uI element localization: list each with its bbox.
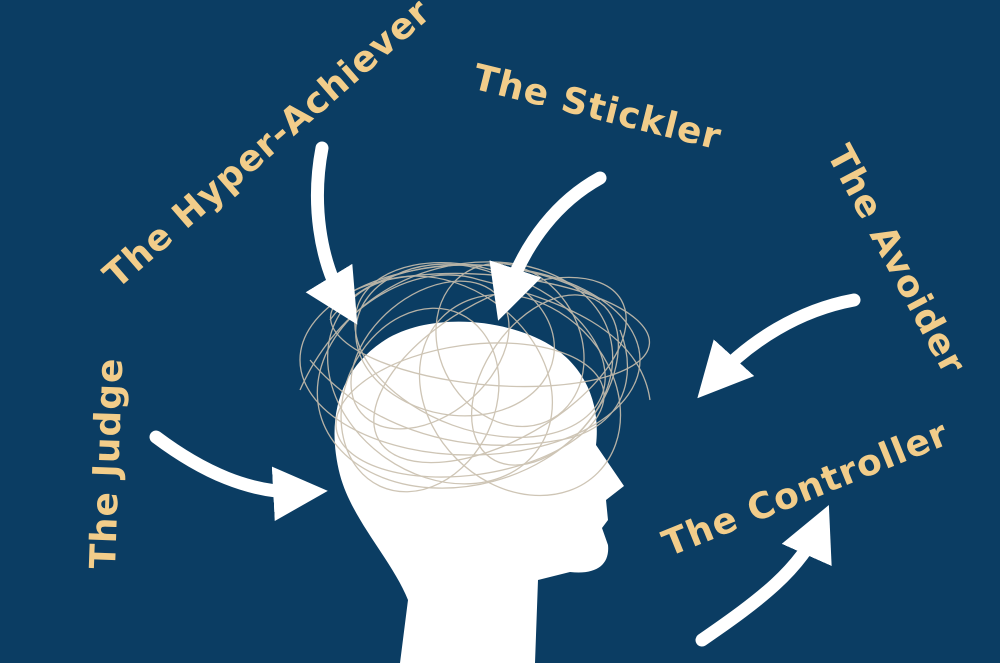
arrow-controller bbox=[695, 505, 832, 647]
head-silhouette-icon bbox=[334, 321, 624, 663]
arrow-stickler bbox=[489, 171, 607, 321]
arrow-hyper-achiever bbox=[305, 141, 358, 325]
arrow-avoider bbox=[697, 293, 861, 399]
label-judge: The Judge bbox=[83, 356, 132, 570]
arrow-judge bbox=[149, 430, 328, 521]
